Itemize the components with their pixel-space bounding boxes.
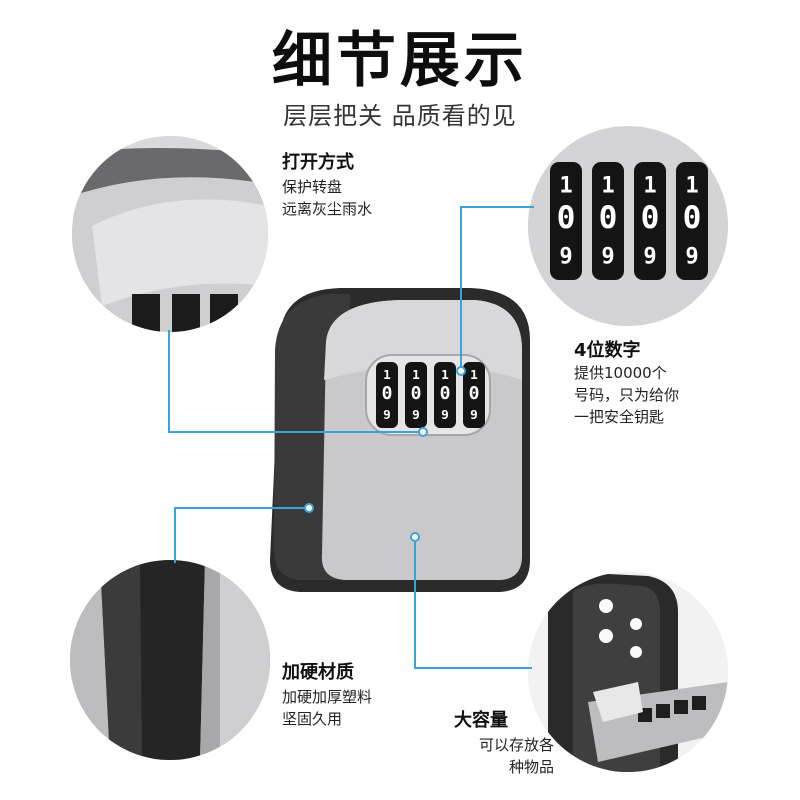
dial-digit: 0 xyxy=(411,383,422,404)
dial-digit: 1 xyxy=(383,368,391,383)
feature-title-capacity: 大容量 xyxy=(454,710,508,731)
callout-line-material-h xyxy=(174,507,308,509)
callout-dot-capacity xyxy=(410,532,420,542)
feature-desc-opening: 保护转盘 远离灰尘雨水 xyxy=(282,176,372,220)
material-closeup-illustration xyxy=(70,560,270,760)
cover-detail-image xyxy=(72,136,268,332)
dial-wheel xyxy=(676,162,708,280)
callout-line-material-v xyxy=(174,507,176,563)
page-subtitle: 层层把关 品质看的见 xyxy=(283,102,517,130)
feature-desc-line: 种物品 xyxy=(508,758,554,776)
dial-wheel xyxy=(634,162,666,280)
feature-desc-line: 一把安全钥匙 xyxy=(574,408,665,426)
dial-digit: 0 xyxy=(557,200,576,236)
dial-digit: 1 xyxy=(601,173,614,199)
dial-digit: 1 xyxy=(559,173,572,199)
feature-desc-material: 加硬加厚塑料 坚固久用 xyxy=(282,686,372,730)
dial-digit: 9 xyxy=(412,408,420,423)
dial-wheel xyxy=(463,362,485,428)
callout-line-digits-v xyxy=(460,206,462,372)
dial-digit: 0 xyxy=(440,383,451,404)
dial-digit: 0 xyxy=(469,383,480,404)
feature-title-material: 加硬材质 xyxy=(282,662,354,683)
cover-closeup-illustration xyxy=(72,136,268,332)
callout-dot-opening xyxy=(418,427,428,437)
dial-digit: 9 xyxy=(441,408,449,423)
feature-desc-line: 号码，只为给你 xyxy=(574,386,680,404)
dial-digit: 9 xyxy=(643,243,656,269)
dial-digit: 0 xyxy=(382,383,393,404)
dial-digit: 9 xyxy=(601,243,614,269)
capacity-detail-image xyxy=(528,572,728,772)
callout-line-digits-h xyxy=(460,206,534,208)
dial-digit: 9 xyxy=(559,243,572,269)
feature-desc-capacity: 可以存放各 种物品 xyxy=(432,734,554,778)
feature-desc-line: 可以存放各 xyxy=(478,736,554,754)
dial-wheel xyxy=(405,362,427,428)
dial-digit: 0 xyxy=(599,200,618,236)
dial-digit: 1 xyxy=(470,368,478,383)
dial-digit: 0 xyxy=(683,200,702,236)
callout-line-opening-v xyxy=(168,330,170,432)
feature-desc-line: 坚固久用 xyxy=(282,710,343,728)
dial-digit: 1 xyxy=(685,173,698,199)
feature-desc-line: 保护转盘 xyxy=(282,178,343,196)
feature-desc-line: 远离灰尘雨水 xyxy=(282,200,373,218)
feature-desc-digits: 提供10000个 号码，只为给你 一把安全钥匙 xyxy=(574,362,679,428)
callout-dot-digits xyxy=(456,366,466,376)
callout-line-capacity-h xyxy=(414,667,532,669)
dial-digit: 1 xyxy=(441,368,449,383)
dial-wheel xyxy=(434,362,456,428)
page-title: 细节展示 xyxy=(272,26,528,96)
feature-title-opening: 打开方式 xyxy=(282,152,354,173)
dial-digit: 9 xyxy=(470,408,478,423)
dial-digit: 9 xyxy=(383,408,391,423)
dial-digit: 1 xyxy=(412,368,420,383)
dial-wheel xyxy=(376,362,398,428)
dial-digit: 0 xyxy=(641,200,660,236)
dial-digit: 9 xyxy=(685,243,698,269)
callout-line-capacity-v xyxy=(414,538,416,668)
callout-dot-material xyxy=(304,503,314,513)
feature-title-digits: 4位数字 xyxy=(574,340,641,361)
feature-desc-line: 加硬加厚塑料 xyxy=(282,688,373,706)
dial-wheel xyxy=(550,162,582,280)
callout-line-opening-h xyxy=(168,431,422,433)
capacity-closeup-illustration xyxy=(528,572,728,772)
material-detail-image xyxy=(70,560,270,760)
dial-wheel xyxy=(592,162,624,280)
dial-digit: 1 xyxy=(643,173,656,199)
feature-desc-line: 提供10000个 xyxy=(574,364,667,382)
